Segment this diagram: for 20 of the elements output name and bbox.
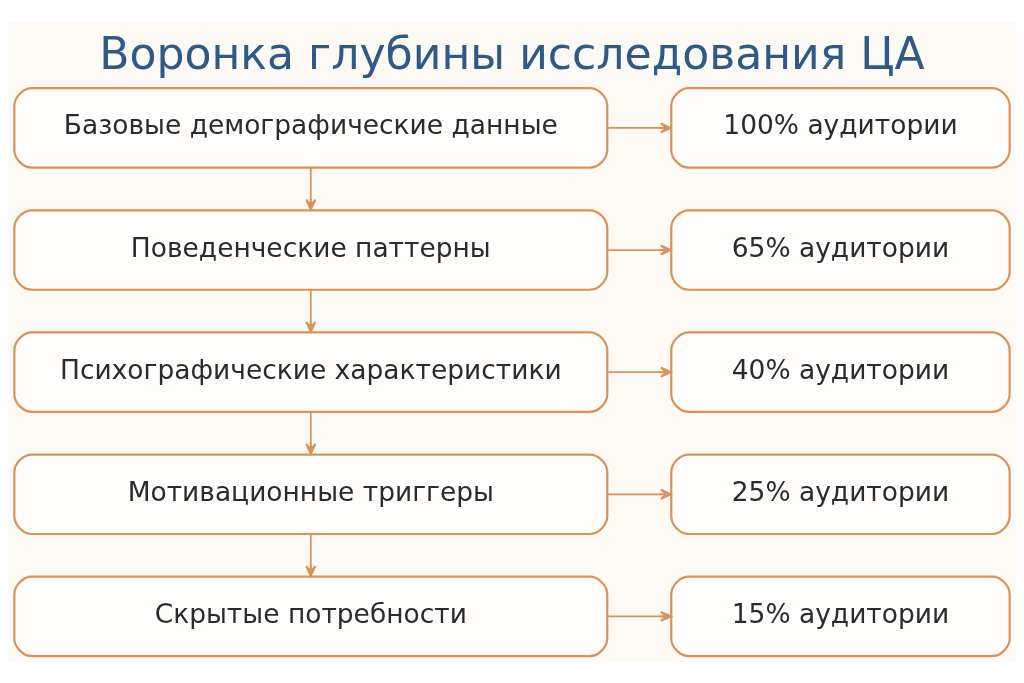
node-box: 15% аудитории — [670, 575, 1011, 657]
node-box: 100% аудитории — [670, 86, 1011, 169]
arrow — [305, 410, 317, 455]
node-box: 25% аудитории — [670, 452, 1011, 535]
arrow — [305, 532, 317, 577]
node-box: Базовые демографические данные — [13, 86, 609, 169]
arrow — [606, 488, 673, 500]
node-box: 65% аудитории — [670, 208, 1011, 291]
arrow — [606, 121, 673, 133]
node-box: Психографические характеристики — [13, 330, 609, 413]
arrow — [305, 166, 317, 211]
node-box: 40% аудитории — [670, 330, 1011, 413]
arrow — [305, 288, 317, 333]
arrow — [606, 610, 673, 622]
diagram-title: Воронка глубины исследования ЦА — [99, 27, 925, 79]
arrow — [606, 366, 673, 378]
node-box: Скрытые потребности — [13, 575, 609, 657]
node-box: Поведенческие паттерны — [13, 208, 609, 291]
arrow — [606, 244, 673, 256]
node-box: Мотивационные триггеры — [13, 452, 609, 535]
